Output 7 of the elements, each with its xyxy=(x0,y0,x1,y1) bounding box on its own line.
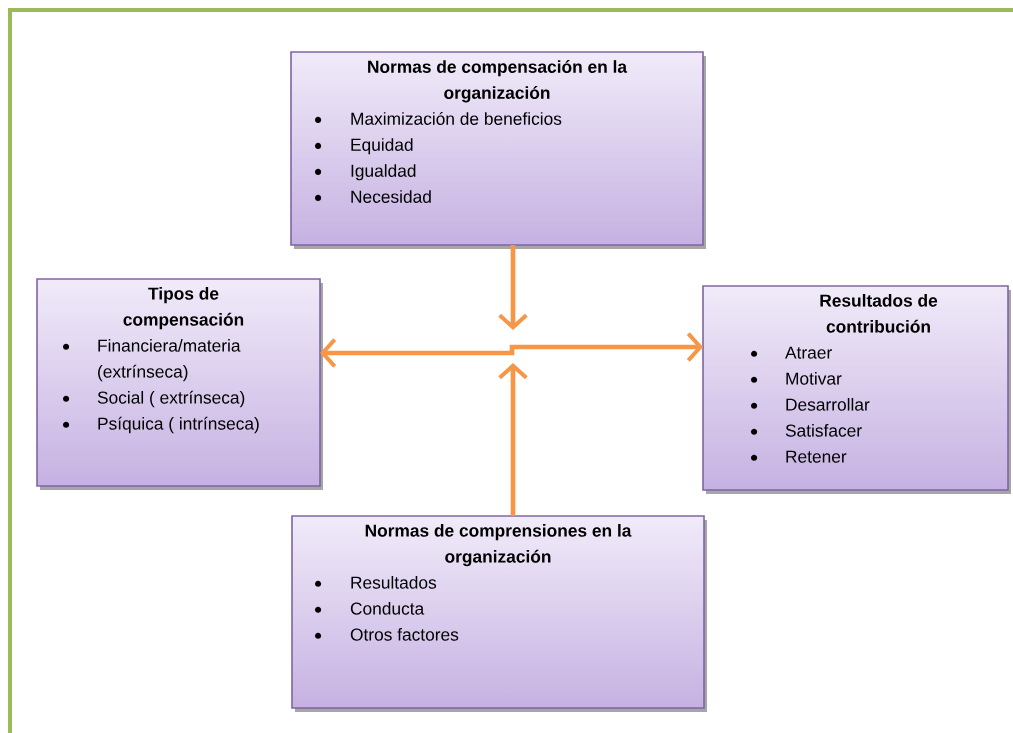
arrow xyxy=(498,363,528,516)
text-box: Normas de compensación en la organización Maximización de beneficios Equidad Igualdad Necesidad xyxy=(290,51,706,249)
text-box: Tipos de compensación Financiera/materia (extrínseca) Social ( extrínseca) Psíquica ( intrínseca) xyxy=(36,278,323,490)
arrow xyxy=(498,245,528,330)
text-box: Normas de comprensiones en la organización Resultados Conducta Otros factores xyxy=(291,515,707,712)
arrow xyxy=(320,332,703,368)
text-box: Resultados de contribución Atraer Motivar Desarrollar Satisfacer Retener xyxy=(702,285,1011,494)
